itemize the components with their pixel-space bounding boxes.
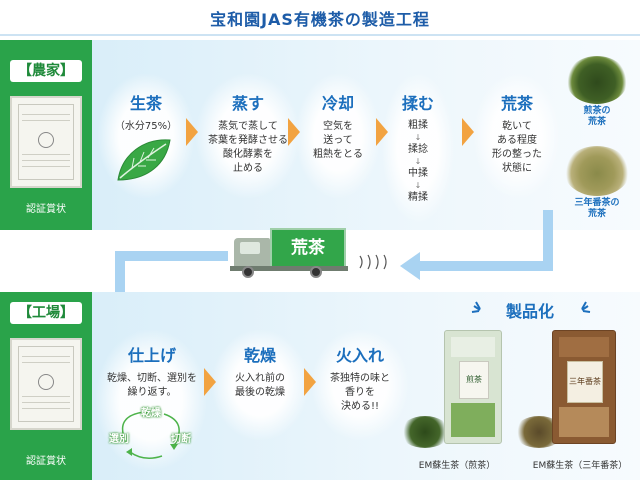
factory-cert-caption: 認証賞状 <box>26 456 66 467</box>
factory-certificate <box>10 338 82 430</box>
cycle-label-cut: 切断 <box>171 434 191 445</box>
factory-oval-1 <box>96 330 206 470</box>
sencha-photo-caption: 煎茶の 荒茶 <box>583 106 611 127</box>
farm-oval-4 <box>382 74 454 222</box>
arrow-chevron <box>462 118 474 146</box>
step-desc-steam: 蒸気で蒸して 茶葉を発酵させる 酸化酵素を 止める <box>208 121 288 174</box>
arrow-chevron <box>186 118 198 146</box>
factory-oval-3 <box>312 330 408 440</box>
arrow-chevron <box>304 368 316 396</box>
step-title-firing: 火入れ <box>335 346 384 365</box>
farm-certificate <box>10 96 82 188</box>
motion-lines-icon <box>359 254 387 270</box>
step-desc-raw-leaf: （水分75%） <box>114 121 178 132</box>
arrow-chevron <box>288 118 300 146</box>
arrow-chevron <box>204 368 216 396</box>
farm-tag: 【農家】 <box>10 60 82 82</box>
farm-oval-5 <box>474 74 560 198</box>
truck: 荒茶 <box>230 226 354 280</box>
step-desc-drying: 火入れ前の 最後の乾燥 <box>235 373 285 398</box>
step-desc-roll: 粗揉 ↓ 揉捻 ↓ 中揉 ↓ 精揉 <box>408 120 428 203</box>
sencha-leaves-photo <box>400 416 450 448</box>
farm-oval-2 <box>196 74 300 198</box>
title-divider <box>0 34 640 36</box>
step-title-cool: 冷却 <box>321 94 354 113</box>
arrow-chevron <box>376 118 388 146</box>
step-desc-cool: 空気を 送って 粗熱をとる <box>313 121 363 160</box>
tea-leaf-icon <box>117 139 171 181</box>
sencha-crude-tea-photo <box>566 56 628 104</box>
farm-cert-caption: 認証賞状 <box>26 204 66 215</box>
step-title-roll: 揉む <box>401 94 434 113</box>
step-title-raw-leaf: 生茶 <box>129 94 162 113</box>
sparkle-icon <box>471 301 481 313</box>
cycle-arrows-icon <box>121 408 180 459</box>
step-title-drying: 乾燥 <box>243 346 276 365</box>
bancha-package-label: 三年番茶 <box>567 361 603 403</box>
sencha-package: 煎茶 <box>444 330 502 444</box>
factory-oval-2 <box>212 330 308 440</box>
bancha-product-caption: EM蘇生茶（三年番茶） <box>532 461 628 471</box>
sencha-product-caption: EM蘇生茶（煎茶） <box>418 461 496 471</box>
page-title: 宝和園JAS有機茶の製造工程 <box>210 10 430 29</box>
farm-oval-1 <box>98 74 194 198</box>
truck-wheel <box>310 266 322 278</box>
step-title-steam: 蒸す <box>231 94 264 113</box>
cycle-label-sort: 選別 <box>109 434 129 445</box>
step-title-finishing: 仕上げ <box>127 346 176 365</box>
bancha-photo-caption: 三年番茶の 荒茶 <box>574 198 620 219</box>
bancha-package: 三年番茶 <box>552 330 616 444</box>
sencha-package-label: 煎茶 <box>459 361 489 399</box>
sparkle-icon <box>581 301 591 313</box>
step-title-crude-tea: 荒茶 <box>500 94 533 113</box>
factory-tag: 【工場】 <box>10 302 82 324</box>
truck-cargo-label: 荒茶 <box>270 228 346 268</box>
truck-wheel <box>242 266 254 278</box>
seal-icon <box>38 374 54 390</box>
farm-oval-3 <box>296 74 380 198</box>
truck-window <box>240 242 260 254</box>
step-desc-crude-tea: 乾いて ある程度 形の整った 状態に <box>492 121 542 174</box>
product-header: 製品化 <box>505 302 554 321</box>
step-desc-finishing: 乾燥、切断、選別を 繰り返す。 <box>107 373 197 398</box>
seal-icon <box>38 132 54 148</box>
truck-chassis <box>230 266 348 271</box>
step-desc-firing: 茶独特の味と 香りを 決める!! <box>330 373 390 412</box>
bancha-crude-tea-photo <box>564 146 630 196</box>
cycle-label-dry: 乾燥 <box>141 408 161 419</box>
